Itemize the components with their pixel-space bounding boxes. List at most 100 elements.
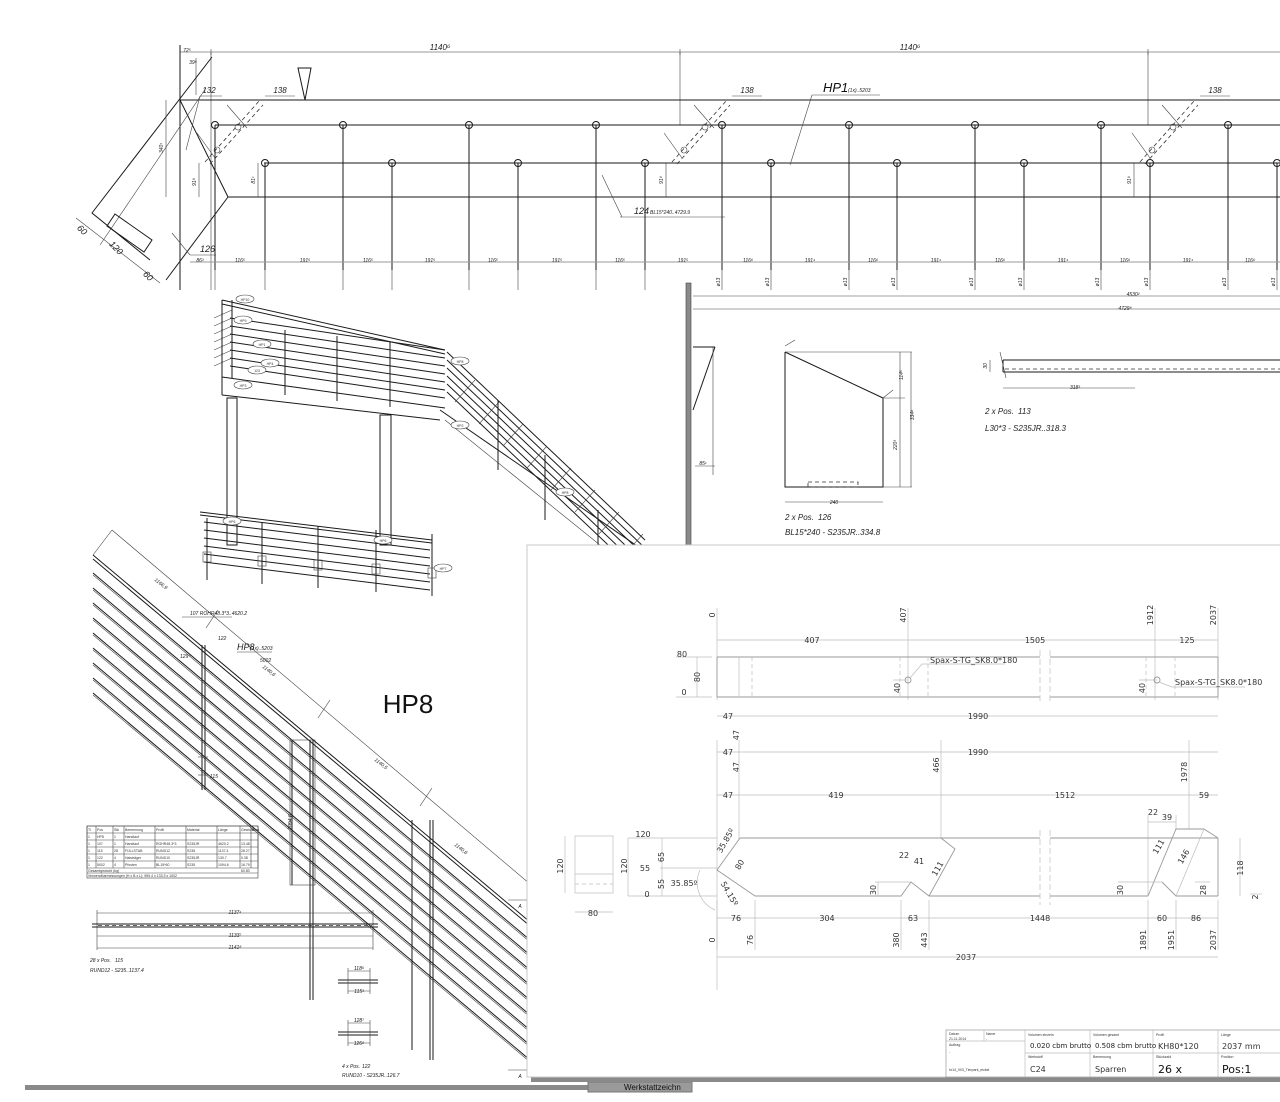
drawing-line (92, 529, 113, 556)
drawing-line (1131, 132, 1151, 159)
field-value: KH80*120 (1158, 1042, 1199, 1051)
bubble-label: HP8 (457, 360, 464, 364)
iso-rail (203, 553, 431, 583)
post-diameter-label: ø13 (765, 277, 771, 286)
dimension-label: 240 (829, 500, 839, 506)
dimension-label: 1140,5 (373, 757, 389, 771)
post-circle (1273, 159, 1280, 167)
dimension-label: 59 (1199, 791, 1209, 800)
iso-stair-rail (446, 367, 646, 557)
dimension-label: 47 (732, 730, 741, 740)
dimension-label: 0 (644, 890, 649, 899)
bubble-outline (450, 420, 470, 430)
dimension-label: 1978 (1180, 762, 1189, 782)
post-diameter-label: ø13 (1271, 277, 1277, 286)
part-spec: RUND10 - S235JR..126.7 (342, 1073, 400, 1079)
dimension-label: 30 (869, 885, 878, 895)
iso-step (574, 489, 596, 513)
table-cell: 28.27 (241, 849, 250, 853)
drawing-line (171, 232, 191, 256)
drawing-line (213, 349, 233, 359)
table-cell: FÜLLSTAB (125, 849, 143, 853)
drawing-line (213, 333, 233, 343)
dimension-label: 30 (1116, 885, 1125, 895)
table-cell: 1 (88, 842, 90, 846)
drawing-line (444, 419, 601, 546)
drawing-outline (165, 99, 229, 281)
spacing-label: 191⁴ (1183, 258, 1194, 264)
dimension-label: 340¹ (159, 143, 165, 153)
iso-bubble: HP7 (433, 563, 453, 573)
dimension-label: 466 (932, 757, 941, 772)
dimension-label: BL15*240..4729.9 (650, 210, 690, 216)
post-circle (718, 121, 726, 129)
status-bar (25, 1085, 692, 1090)
part-spec: BL15*240 - S235JR..334.8 (785, 528, 881, 537)
spacing-label: 191⁵ (678, 258, 688, 264)
dimension-label: 72⁵ (183, 48, 191, 54)
iso-stair-rail (446, 375, 646, 565)
table-cell: 28 (114, 849, 118, 853)
bubble-label: 123 (254, 369, 260, 373)
field-label: Volumen gesamt (1093, 1033, 1119, 1037)
spacing-label: 116⁶ (743, 258, 753, 264)
tab-werkstattzeichnung[interactable]: Werkstattzeichn (587, 1081, 693, 1093)
dimension-label: 80 (588, 909, 598, 918)
drawing-line (213, 325, 233, 335)
bubble-label: HP2 (457, 424, 464, 428)
part-qty: 28 x Pos. (89, 958, 111, 964)
bubble-label: HP7 (440, 567, 447, 571)
drawing-line (1175, 828, 1205, 897)
post-diameter-label: ø13 (891, 277, 897, 286)
iso-post-base (202, 551, 212, 563)
dimension-label: 35.85º (671, 879, 698, 888)
dimension-label: 40 (893, 683, 902, 693)
bolt-icon (1169, 123, 1177, 131)
part-126-slot (807, 481, 859, 488)
field-label: Auftrag (949, 1043, 960, 1047)
field-label: Name (986, 1032, 995, 1036)
callout-126: 126 (200, 244, 215, 254)
table-header: Material (187, 828, 200, 832)
table-header: Pos (97, 828, 103, 832)
table-cell: Handlauf (125, 842, 139, 846)
drawing-line (213, 341, 233, 351)
drawing-line (99, 87, 207, 246)
dimension-label: 91⁹ (659, 176, 665, 184)
bubble-outline (233, 315, 253, 325)
iso-column (379, 414, 392, 546)
dimension-label: 1512 (1055, 791, 1075, 800)
part-qty: 2 x Pos. (784, 513, 814, 522)
iso-step (526, 445, 548, 469)
hp8-rail (92, 634, 531, 1003)
callout-138: 138 (740, 86, 754, 95)
drawing-line (213, 357, 233, 367)
screw-label: Spax-S-TG_SK8.0*180 (1175, 678, 1262, 687)
dimension-label: HP8 (237, 642, 255, 652)
title-block-border (945, 1029, 1280, 1078)
spacing-label: 116⁵ (488, 258, 498, 264)
post-circle (1224, 121, 1232, 129)
dimension-label: 1990 (968, 748, 988, 757)
dimension-label: 85¹ (699, 461, 707, 467)
callout-138: 138 (1208, 86, 1222, 95)
hp8-rail (92, 589, 531, 958)
spacing-label: 191⁴ (805, 258, 816, 264)
post-diameter-label: ø13 (716, 277, 722, 286)
bubble-outline (555, 487, 575, 497)
iso-stair-rail (446, 383, 646, 573)
dimension-label: 220³ (893, 440, 899, 451)
bolt-icon (213, 146, 221, 154)
drawing-line (185, 95, 201, 151)
field-label: Länge (1221, 1033, 1231, 1037)
section-marker: A (517, 904, 522, 910)
dimension-label: 1141⁸ (229, 945, 242, 951)
bubble-label: HP6 (380, 539, 387, 543)
post-circle (845, 121, 853, 129)
drawing-line (221, 303, 446, 355)
drawing-line (999, 351, 1007, 379)
drawing-line (221, 299, 446, 351)
field-label: Datum (949, 1032, 959, 1036)
post-diameter-label: ø13 (1222, 277, 1228, 286)
iso-bubble: HP1 (252, 339, 272, 349)
